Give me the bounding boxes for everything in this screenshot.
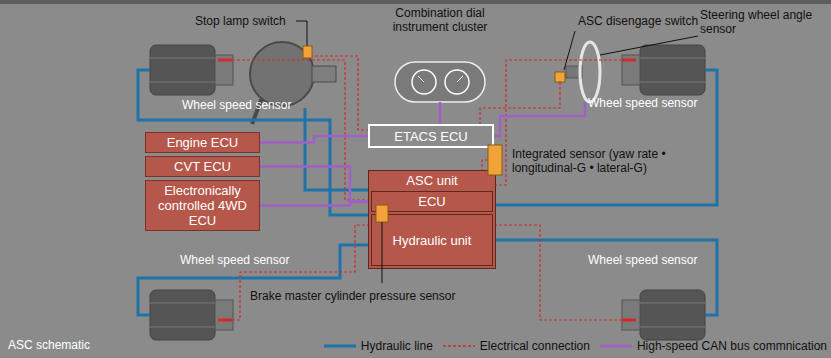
- node-text: ECU: [418, 194, 445, 209]
- leader-line: [296, 21, 698, 70]
- sensor-label: Wheel speed sensor: [180, 253, 289, 267]
- can-bus-connector: [260, 167, 371, 202]
- asc-unit: ASC unitECU Hydraulic unit: [368, 170, 496, 269]
- pressure-sensor: [376, 205, 388, 222]
- wheel: [150, 45, 233, 95]
- node-text: Hydraulic unit: [393, 233, 472, 248]
- top-band: [0, 0, 831, 4]
- hydraulic-unit: Hydraulic unit: [371, 214, 493, 266]
- legend-sample: [600, 342, 632, 350]
- legend-sample: [324, 342, 356, 350]
- node-text: CVT ECU: [174, 159, 231, 174]
- stop-lamp-switch: [303, 46, 312, 58]
- sensor-label: Wheel speed sensor: [182, 98, 291, 112]
- legend-text: Hydraulic line: [361, 339, 433, 353]
- instrument-cluster: [395, 62, 485, 102]
- 4wd-ecu: Electronically controlled 4WD ECU: [145, 180, 260, 231]
- legend: Hydraulic line Electrical connection High-…: [324, 339, 827, 353]
- integrated-sensor: [488, 145, 502, 175]
- cvt-ecu: CVT ECU: [145, 156, 260, 177]
- sensor-label: Wheel speed sensor: [588, 96, 697, 110]
- part-label: ASC disengage switch: [578, 14, 698, 28]
- can-bus-connector: [260, 202, 371, 206]
- node-text: Engine ECU: [167, 135, 239, 150]
- node-text: Electronically controlled 4WD ECU: [149, 183, 256, 228]
- part-label: Combination dial instrument cluster: [385, 6, 495, 34]
- part-label: Brake master cylinder pressure sensor: [250, 289, 455, 303]
- legend-text: Electrical connection: [480, 339, 590, 353]
- can-bus-connector: [260, 136, 368, 143]
- wheel: [622, 290, 705, 340]
- asc-disengage-switch: [555, 72, 565, 82]
- engine-ecu: Engine ECU: [145, 132, 260, 153]
- ecu-box: ECU: [371, 191, 493, 212]
- hydraulic-line: [138, 70, 717, 315]
- part-label: Integrated sensor (yaw rate • longitudin…: [512, 147, 707, 175]
- caption: ASC schematic: [8, 338, 90, 352]
- electrical-connection: [232, 56, 622, 320]
- legend-item: Electrical connection: [443, 339, 590, 353]
- etacs-ecu: ETACS ECU: [368, 124, 494, 148]
- legend-text: High-speed CAN bus commnication: [637, 339, 827, 353]
- legend-item: Hydraulic line: [324, 339, 433, 353]
- wheel: [622, 45, 705, 95]
- node-text: ETACS ECU: [394, 129, 467, 144]
- part-label: Stop lamp switch: [195, 14, 286, 28]
- legend-sample: [443, 342, 475, 350]
- sensor-label: Wheel speed sensor: [588, 253, 697, 267]
- leader-line: [382, 222, 383, 283]
- wheel: [150, 290, 233, 340]
- steering-wheel: [566, 42, 600, 102]
- node-text: ASC unit: [406, 173, 457, 188]
- part-label: Steering wheel angle sensor: [700, 8, 822, 36]
- legend-item: High-speed CAN bus commnication: [600, 339, 827, 353]
